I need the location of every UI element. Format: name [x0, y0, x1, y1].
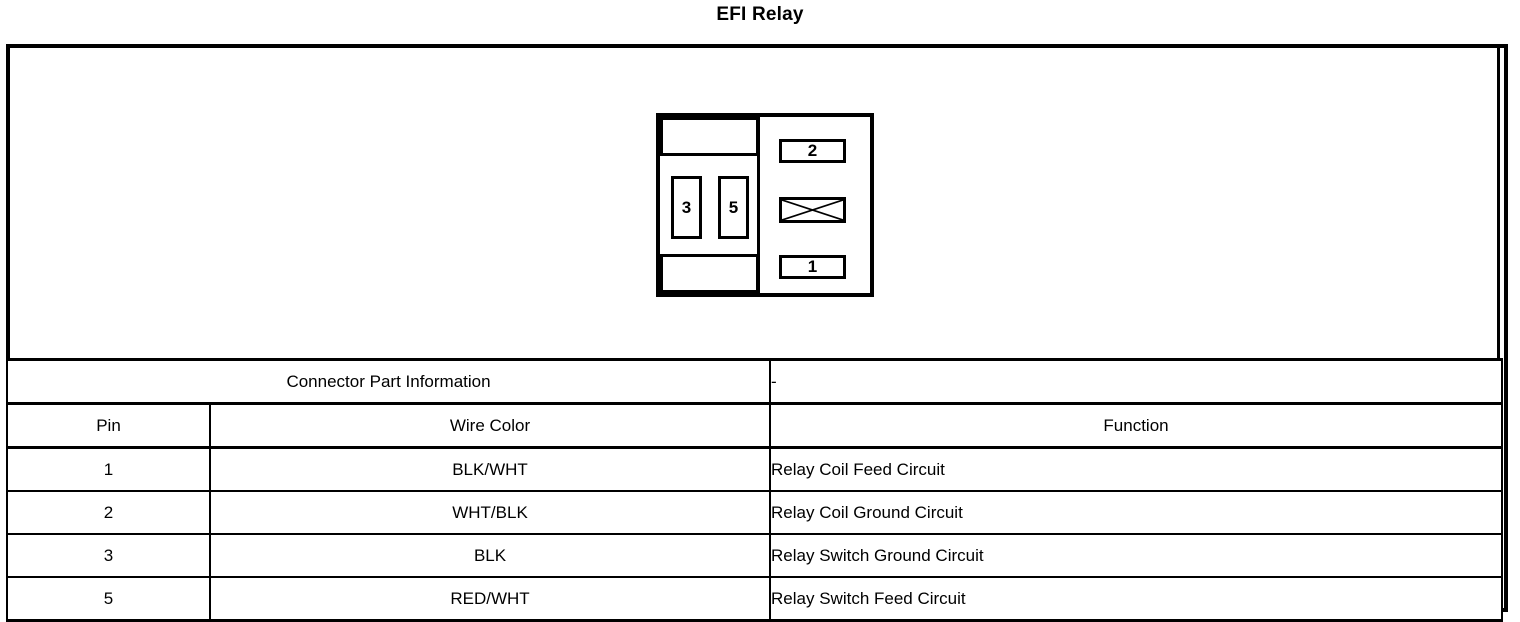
cell-function: Relay Switch Feed Circuit — [769, 576, 1504, 622]
connector-pin-5-cavity: 5 — [718, 176, 749, 239]
crossed-box-icon — [782, 200, 843, 220]
cell-wire-color: BLK/WHT — [208, 446, 772, 492]
connector-pin-5-label: 5 — [728, 197, 739, 217]
column-header-pin: Pin — [6, 402, 211, 449]
table-row: 3 BLK Relay Switch Ground Circuit — [6, 533, 1504, 578]
connector-internal-divider — [757, 117, 760, 293]
column-header-wire-color: Wire Color — [208, 402, 772, 449]
connector-part-information-label: Connector Part Information — [5, 358, 772, 405]
cell-wire-color: BLK — [208, 533, 772, 578]
connector-pin-2-label: 2 — [807, 141, 818, 160]
connector-pin-2-cavity: 2 — [779, 139, 846, 163]
table-header-row: Pin Wire Color Function — [6, 402, 1504, 449]
cell-pin: 5 — [6, 576, 211, 622]
cell-pin: 3 — [6, 533, 211, 578]
table-row: 2 WHT/BLK Relay Coil Ground Circuit — [6, 490, 1504, 535]
cell-wire-color: WHT/BLK — [208, 490, 772, 535]
connector-upper-left-cavity — [660, 117, 759, 156]
connector-part-information-row: Connector Part Information - — [5, 358, 1504, 405]
cell-function: Relay Switch Ground Circuit — [769, 533, 1504, 578]
cell-pin: 1 — [6, 446, 211, 492]
connector-lower-left-cavity — [660, 254, 759, 293]
cell-function: Relay Coil Feed Circuit — [769, 446, 1504, 492]
page-title: EFI Relay — [716, 4, 804, 25]
table-row: 1 BLK/WHT Relay Coil Feed Circuit — [6, 446, 1504, 492]
cell-wire-color: RED/WHT — [208, 576, 772, 622]
connector-part-information-value: - — [769, 358, 1504, 405]
connector-pin-1-cavity: 1 — [779, 255, 846, 279]
connector-unused-cavity — [779, 197, 846, 223]
connector-pin-3-label: 3 — [681, 197, 692, 217]
relay-connector-pinout: 3 5 2 1 — [656, 113, 874, 297]
frame-inner-right-rule — [1497, 44, 1500, 612]
table-row: 5 RED/WHT Relay Switch Feed Circuit — [6, 576, 1504, 622]
column-header-function: Function — [769, 402, 1504, 449]
connector-pin-3-cavity: 3 — [671, 176, 702, 239]
cell-function: Relay Coil Ground Circuit — [769, 490, 1504, 535]
pin-assignment-table: Connector Part Information - Pin Wire Co… — [5, 358, 1504, 622]
connector-pin-1-label: 1 — [807, 257, 818, 276]
cell-pin: 2 — [6, 490, 211, 535]
